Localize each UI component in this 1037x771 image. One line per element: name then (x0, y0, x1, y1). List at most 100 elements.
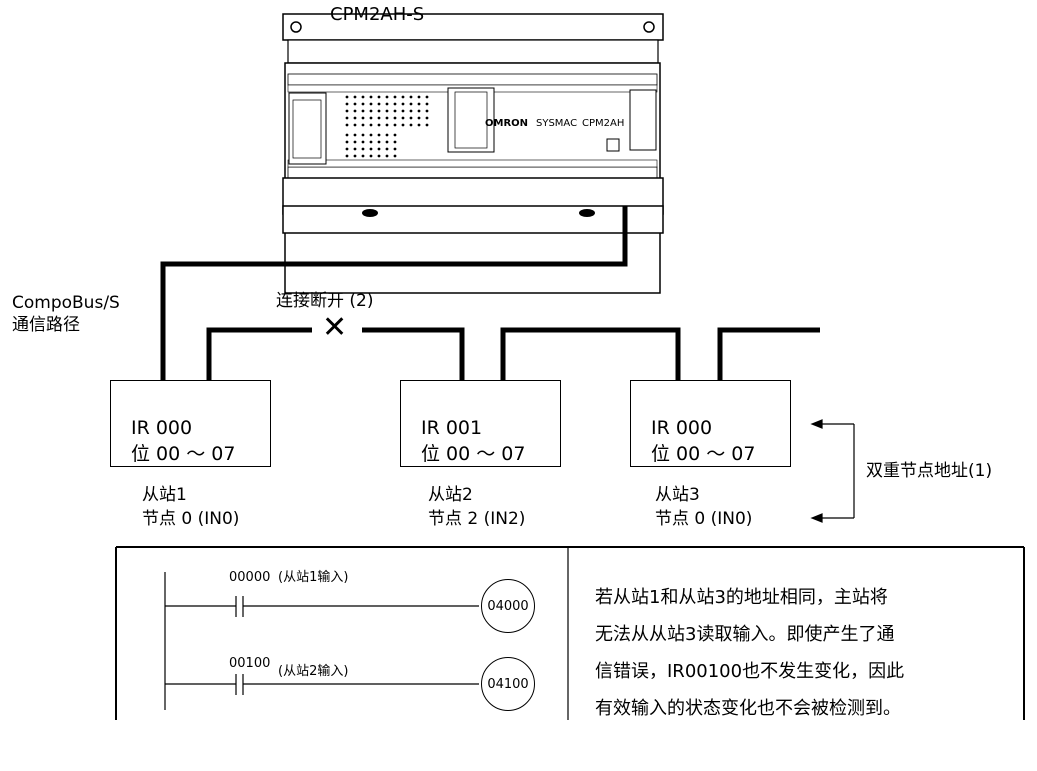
led-indicator-icon (369, 102, 373, 106)
led-indicator-icon (345, 116, 349, 120)
led-indicator-icon (417, 102, 421, 106)
omron-logo: OMRON (485, 118, 529, 129)
slave-node-3: 节点 0 (IN0) (655, 509, 753, 529)
led-indicator-icon (417, 116, 421, 120)
slave-bits: 位 00 ～ 07 (131, 443, 236, 465)
rung2-contact-address: 00100 (229, 656, 271, 671)
rung1-comment: (从站1输入) (278, 570, 349, 585)
led-indicator-icon (361, 95, 365, 99)
led-indicator-icon (385, 116, 389, 120)
rung2-comment: (从站2输入) (278, 664, 349, 679)
led-indicator-icon (353, 123, 357, 127)
rung2-coil-address: 04100 (487, 676, 529, 692)
slave-caption-1: 从站1 (142, 485, 187, 505)
led-indicator-icon (377, 147, 381, 151)
led-indicator-icon (409, 116, 413, 120)
bus-label-line2: 通信路径 (12, 315, 80, 335)
rung1-coil: 04000 (481, 579, 535, 633)
led-indicator-icon (369, 140, 373, 144)
led-indicator-icon (393, 133, 397, 137)
rung2-coil: 04100 (481, 657, 535, 711)
led-indicator-icon (385, 133, 389, 137)
slave-caption-2: 从站2 (428, 485, 473, 505)
led-indicator-icon (345, 133, 349, 137)
break-x-icon: ✕ (322, 310, 348, 345)
bus-cable (160, 206, 820, 382)
led-indicator-icon (369, 147, 373, 151)
led-indicator-icon (401, 123, 405, 127)
led-indicator-icon (417, 123, 421, 127)
led-indicator-icon (393, 102, 397, 106)
led-indicator-icon (417, 95, 421, 99)
led-indicator-icon (353, 154, 357, 158)
led-indicator-icon (361, 102, 365, 106)
led-indicator-icon (353, 140, 357, 144)
led-indicator-icon (345, 147, 349, 151)
led-indicator-icon (425, 123, 429, 127)
led-indicator-icon (361, 147, 365, 151)
led-indicator-icon (385, 123, 389, 127)
slave-box-2: IR 001 位 00 ～ 07 (400, 380, 561, 467)
led-indicator-icon (353, 109, 357, 113)
led-indicator-icon (401, 102, 405, 106)
rung1-contact-address: 00000 (229, 570, 271, 585)
led-indicator-icon (385, 154, 389, 158)
led-indicator-icon (345, 154, 349, 158)
duplicate-address-label: 双重节点地址(1) (866, 461, 993, 481)
led-indicator-icon (409, 102, 413, 106)
led-indicator-icon (393, 140, 397, 144)
plc-model-label: CPM2AH-S (330, 4, 425, 25)
led-indicator-icon (361, 109, 365, 113)
led-indicator-icon (393, 95, 397, 99)
explanation-line: 若从站1和从站3的地址相同，主站将 (595, 587, 888, 608)
led-indicator-icon (377, 133, 381, 137)
slave-box-3: IR 000 位 00 ～ 07 (630, 380, 791, 467)
rung1-coil-address: 04000 (487, 598, 529, 614)
led-indicator-icon (401, 116, 405, 120)
slave-address: IR 001 (421, 417, 483, 439)
led-indicator-icon (369, 133, 373, 137)
led-indicator-icon (385, 95, 389, 99)
led-indicator-icon (361, 116, 365, 120)
slave-address: IR 000 (651, 417, 713, 439)
led-indicator-icon (361, 140, 365, 144)
led-indicator-icon (377, 95, 381, 99)
led-indicator-icon (353, 147, 357, 151)
led-indicator-icon (377, 116, 381, 120)
led-indicator-icon (393, 123, 397, 127)
led-indicator-icon (377, 123, 381, 127)
plc-series-label: SYSMAC (536, 118, 578, 129)
led-indicator-icon (353, 95, 357, 99)
led-indicator-icon (345, 140, 349, 144)
slave-node-2: 节点 2 (IN2) (428, 509, 526, 529)
led-indicator-icon (377, 140, 381, 144)
slave-node-1: 节点 0 (IN0) (142, 509, 240, 529)
led-indicator-icon (401, 95, 405, 99)
led-indicator-icon (377, 102, 381, 106)
plc-unit (282, 13, 664, 294)
led-indicator-icon (353, 133, 357, 137)
led-indicator-icon (369, 116, 373, 120)
led-indicator-icon (345, 109, 349, 113)
slave-address: IR 000 (131, 417, 193, 439)
led-indicator-icon (353, 116, 357, 120)
led-indicator-icon (393, 116, 397, 120)
led-indicator-icon (345, 123, 349, 127)
led-indicator-icon (393, 154, 397, 158)
explanation-line: 信错误，IR00100也不发生变化，因此 (595, 661, 905, 682)
explanation-line: 无法从从站3读取输入。即使产生了通 (595, 624, 895, 645)
explanation-line: 有效输入的状态变化也不会被检测到。 (595, 698, 901, 719)
led-indicator-icon (401, 109, 405, 113)
mount-hole-icon (290, 21, 302, 33)
led-indicator-icon (393, 109, 397, 113)
break-label: 连接断开 (2) (276, 291, 374, 311)
led-indicator-icon (409, 109, 413, 113)
led-indicator-icon (377, 109, 381, 113)
led-indicator-icon (361, 123, 365, 127)
led-indicator-icon (385, 147, 389, 151)
led-indicator-icon (425, 109, 429, 113)
led-indicator-icon (353, 102, 357, 106)
explanation-text: 若从站1和从站3的地址相同，主站将 无法从从站3读取输入。即使产生了通 信错误，… (595, 579, 1015, 727)
led-indicator-icon (385, 109, 389, 113)
